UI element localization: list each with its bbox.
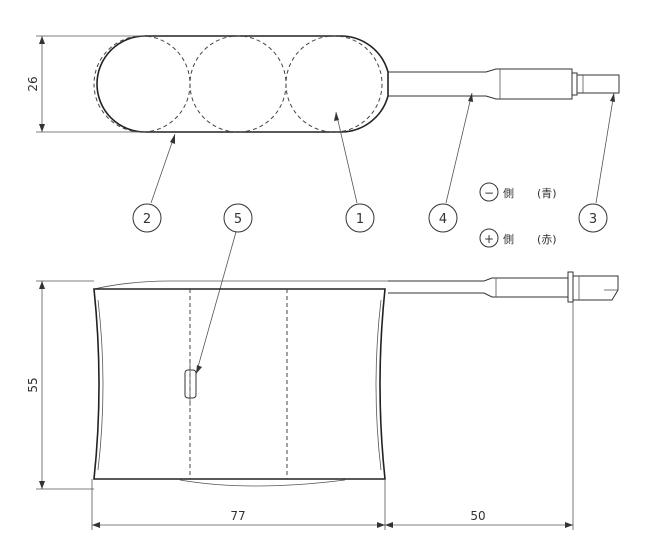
polarity-legend: − 側 (青) + 側 (赤) — [479, 182, 557, 248]
dim-length-body: 77 — [230, 509, 245, 523]
positive-symbol-circle — [479, 228, 499, 248]
connector-top-collar — [571, 72, 578, 96]
callout-1: 1 — [356, 212, 364, 227]
top-view: 26 — [26, 35, 620, 133]
cell-right — [285, 35, 383, 133]
negative-color-label: (青) — [537, 187, 557, 200]
positive-color-label: (赤) — [537, 233, 557, 246]
callout-3: 3 — [589, 212, 597, 227]
lead-wire-side — [388, 277, 569, 298]
dim-height-top: 26 — [26, 76, 40, 91]
connector-side-collar — [567, 271, 574, 303]
cell-middle — [189, 35, 287, 133]
side-view-body — [93, 288, 386, 480]
top-view-outline — [96, 35, 389, 133]
callout-2: 2 — [143, 212, 151, 227]
callout-2-circle — [132, 203, 162, 233]
connector-top — [576, 74, 620, 94]
callout-5-circle — [223, 203, 253, 233]
cell-left — [93, 35, 191, 133]
callout-4-circle — [428, 203, 458, 233]
negative-side-label: 側 — [503, 187, 514, 200]
callout-3-circle — [578, 203, 608, 233]
connector-side — [572, 275, 619, 301]
lead-wire-top — [388, 68, 573, 100]
dim-height-side: 55 — [26, 377, 40, 392]
callouts: 1 2 3 4 5 — [132, 92, 615, 375]
callout-1-circle — [345, 203, 375, 233]
callout-5: 5 — [234, 212, 242, 227]
negative-symbol: − — [484, 186, 494, 200]
callout-4: 4 — [439, 212, 447, 227]
negative-symbol-circle — [479, 182, 499, 202]
positive-side-label: 側 — [503, 233, 514, 246]
component-5-fuse — [184, 369, 197, 399]
positive-symbol: + — [484, 232, 494, 246]
side-view: 55 77 50 — [26, 271, 619, 530]
dim-length-lead: 50 — [470, 509, 485, 523]
